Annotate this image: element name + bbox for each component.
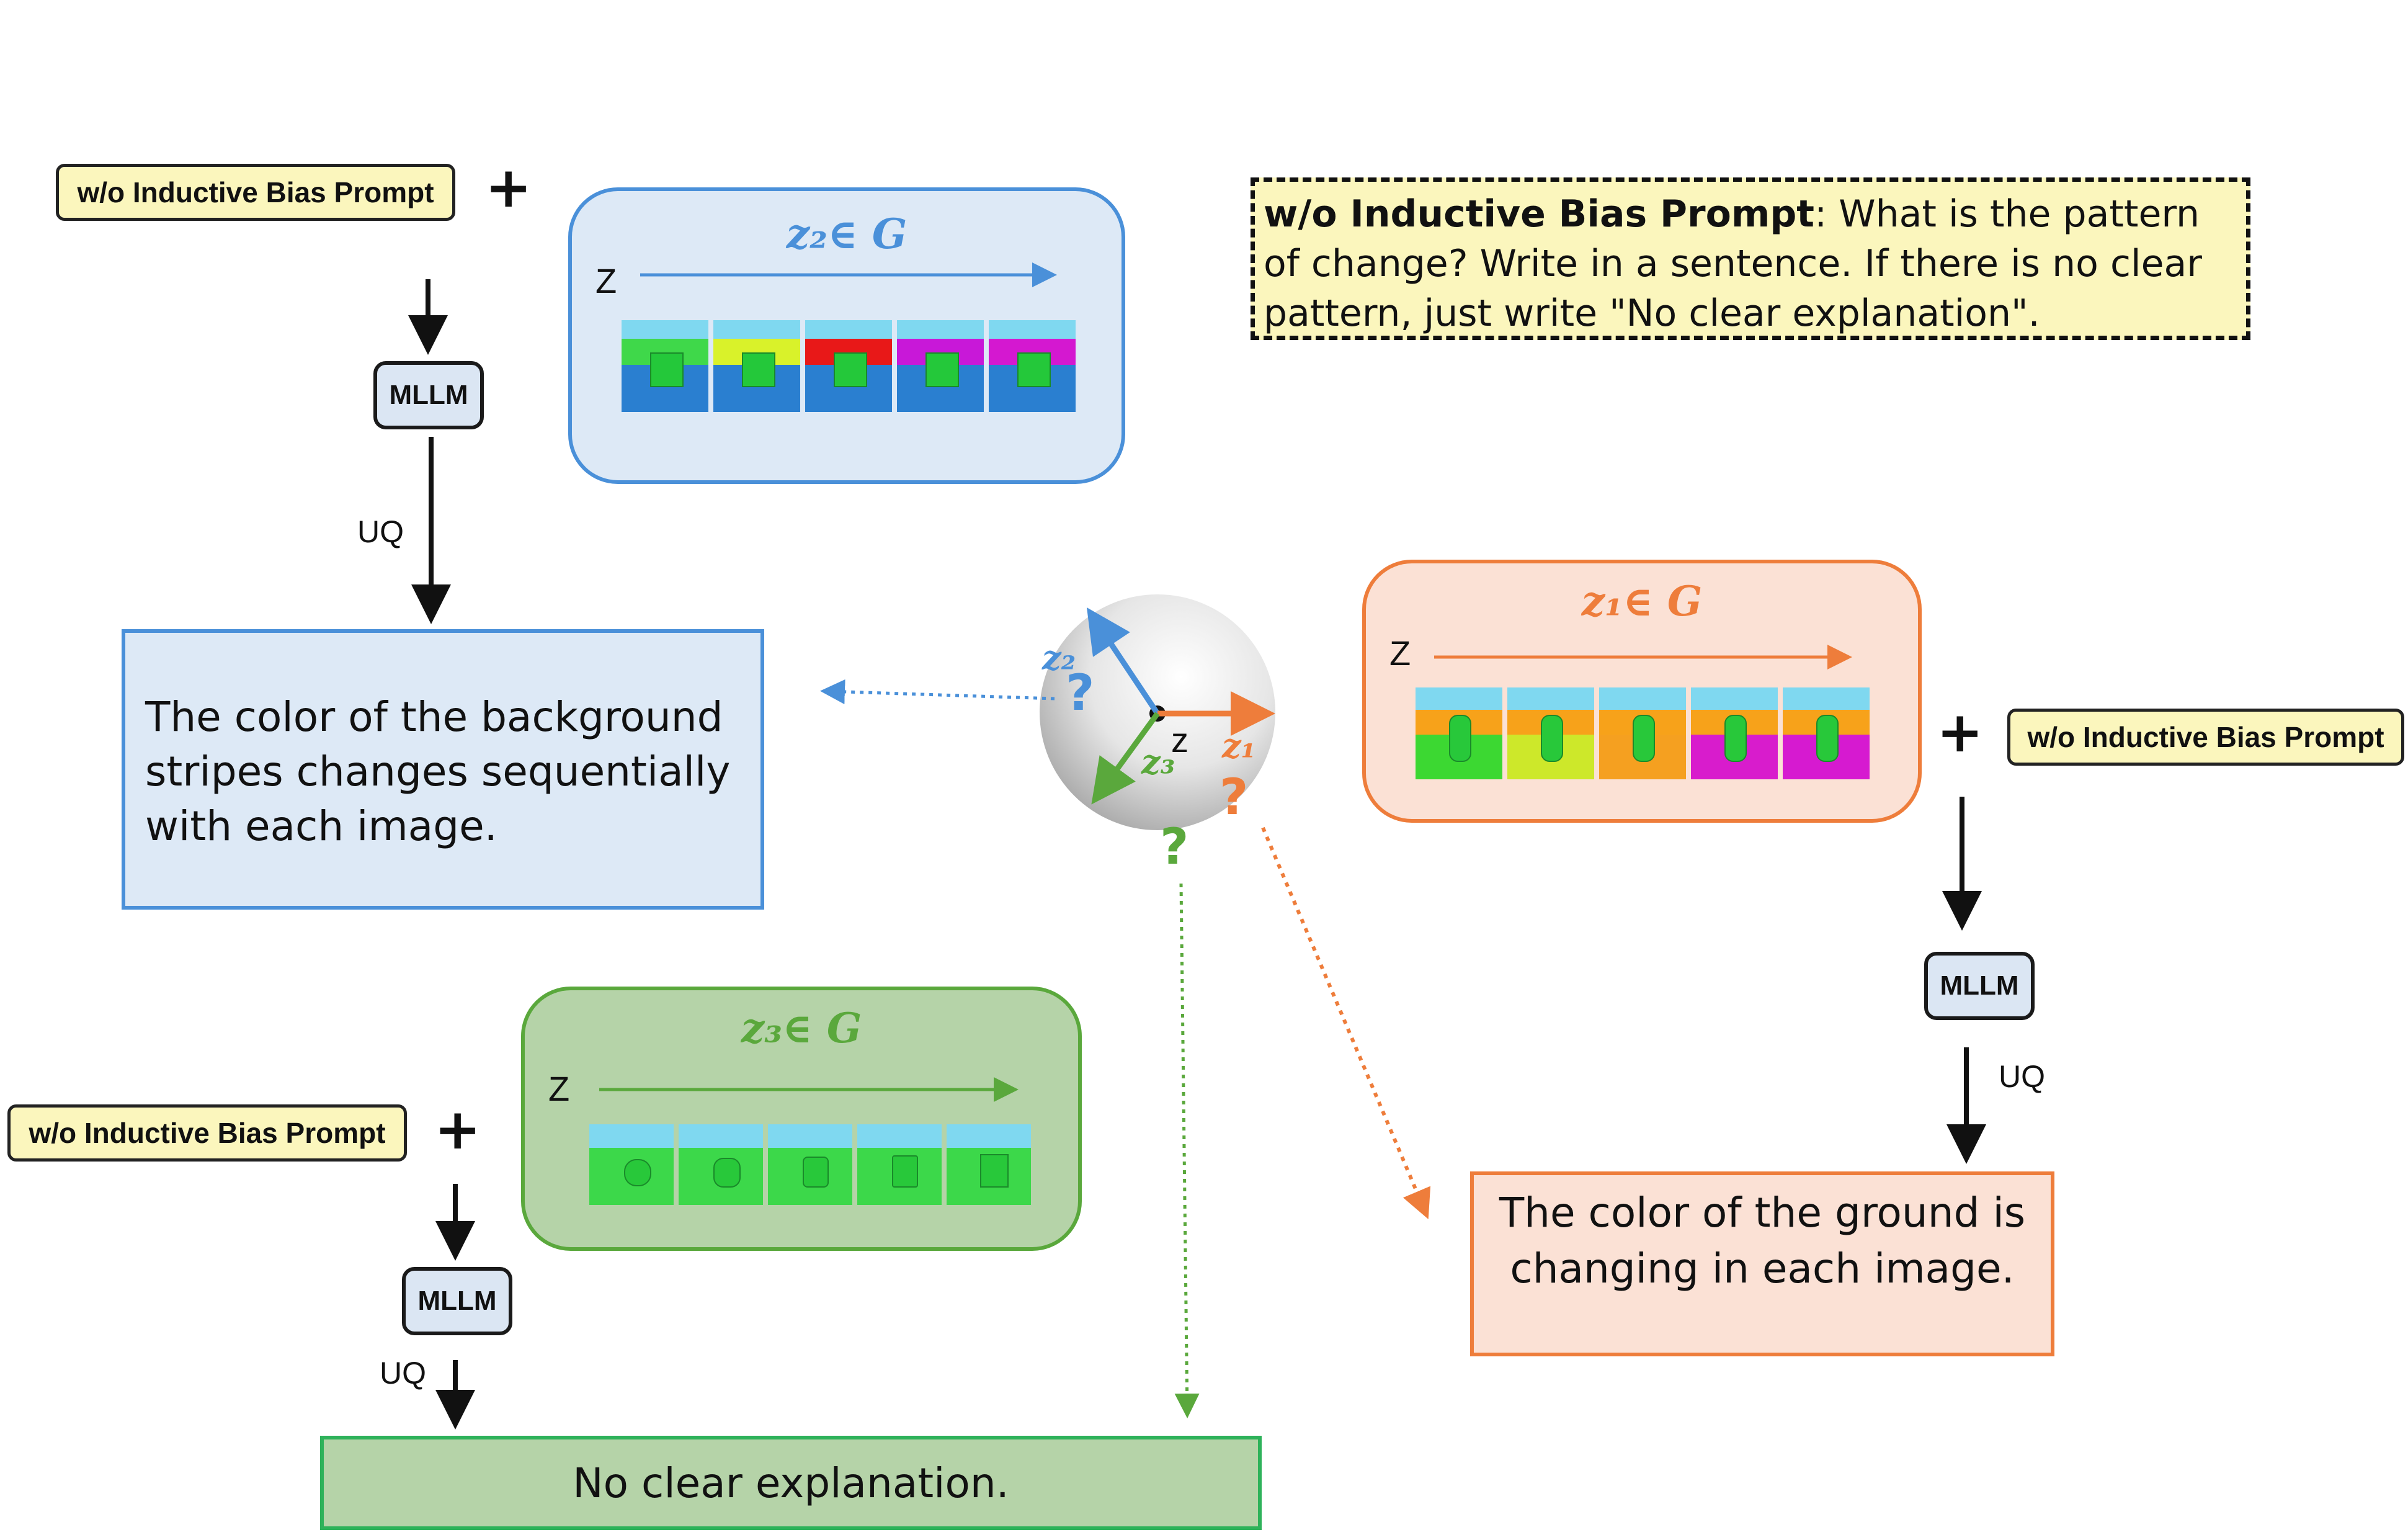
frame-3 <box>1599 687 1686 779</box>
sphere-axis-z3-label: z₃ <box>1141 742 1175 782</box>
uq-label-z2: UQ <box>357 514 404 549</box>
uq-label-z3: UQ <box>380 1356 426 1390</box>
frame-4 <box>857 1124 942 1205</box>
frame-3 <box>805 320 892 412</box>
frame-5 <box>1783 687 1870 779</box>
sphere-center-label: z <box>1171 720 1188 759</box>
answer-box-z1: The color of the ground is changing in e… <box>1470 1171 2054 1356</box>
answer-text-z3: No clear explanation. <box>573 1459 1009 1507</box>
prompt-tag-z3: w/o Inductive Bias Prompt <box>7 1104 407 1162</box>
dotted-link-z1-to-answer <box>1261 826 1431 1220</box>
question-mark-z3: ? <box>1160 818 1189 875</box>
panel-z1-title: z₁∈ G <box>1581 577 1703 625</box>
plus-sign-z1: + <box>1937 700 1984 765</box>
answer-text-z2: The color of the background stripes chan… <box>145 693 731 850</box>
dotted-link-z3-to-answer <box>1174 883 1200 1418</box>
plus-sign-z3: + <box>434 1097 481 1162</box>
axis-z3-arrow <box>1091 712 1160 805</box>
mllm-box-z2: MLLM <box>373 361 484 429</box>
frame-2 <box>1507 687 1594 779</box>
z-axis-label: Z <box>595 261 617 300</box>
question-mark-z2: ? <box>1066 664 1095 722</box>
z-axis-label: Z <box>1389 633 1411 673</box>
prompt-tag-z1: w/o Inductive Bias Prompt <box>2007 709 2404 766</box>
sphere-axis-z2-label: z₂ <box>1042 638 1076 678</box>
frame-4 <box>897 320 984 412</box>
image-strip-z3 <box>589 1124 1031 1205</box>
question-mark-z1: ? <box>1220 768 1249 826</box>
prompt-tag-label: w/o Inductive Bias Prompt <box>2027 721 2384 753</box>
frame-5 <box>989 320 1076 412</box>
sphere-axis-z1-label: z₁ <box>1222 726 1256 766</box>
frame-1 <box>1416 687 1502 779</box>
frame-5 <box>947 1124 1031 1205</box>
image-strip-z1 <box>1416 687 1870 779</box>
prompt-description-text: : What is the pattern of change? Write i… <box>1264 192 2202 335</box>
mllm-box-z3: MLLM <box>402 1267 512 1335</box>
prompt-tag-label: w/o Inductive Bias Prompt <box>29 1117 386 1149</box>
frame-3 <box>768 1124 852 1205</box>
z-axis-label: Z <box>548 1069 570 1108</box>
frame-4 <box>1691 687 1778 779</box>
answer-text-z1: The color of the ground is changing in e… <box>1499 1189 2026 1292</box>
dotted-link-z2-to-answer <box>820 679 1055 704</box>
frame-2 <box>713 320 800 412</box>
panel-z2: z₂∈ G Z <box>568 187 1125 484</box>
panel-z2-title: z₂∈ G <box>786 210 907 258</box>
prompt-description-title: w/o Inductive Bias Prompt <box>1264 192 1814 236</box>
prompt-tag-label: w/o Inductive Bias Prompt <box>77 176 434 208</box>
axis-z2-arrow <box>1087 607 1160 715</box>
frame-1 <box>622 320 708 412</box>
panel-z1: z₁∈ G Z <box>1362 560 1922 823</box>
prompt-description-box: w/o Inductive Bias Prompt: What is the p… <box>1251 177 2250 340</box>
answer-box-z3: No clear explanation. <box>320 1436 1262 1530</box>
prompt-tag-z2: w/o Inductive Bias Prompt <box>56 164 455 221</box>
image-strip-z2 <box>622 320 1076 412</box>
answer-box-z2: The color of the background stripes chan… <box>122 629 764 910</box>
mllm-box-z1: MLLM <box>1924 952 2035 1020</box>
panel-z3-title: z₃∈ G <box>741 1004 862 1052</box>
panel-z3: z₃∈ G Z <box>521 987 1082 1251</box>
frame-1 <box>589 1124 674 1205</box>
frame-2 <box>679 1124 763 1205</box>
plus-sign-z2: + <box>485 155 532 220</box>
uq-label-z1: UQ <box>1999 1059 2045 1094</box>
